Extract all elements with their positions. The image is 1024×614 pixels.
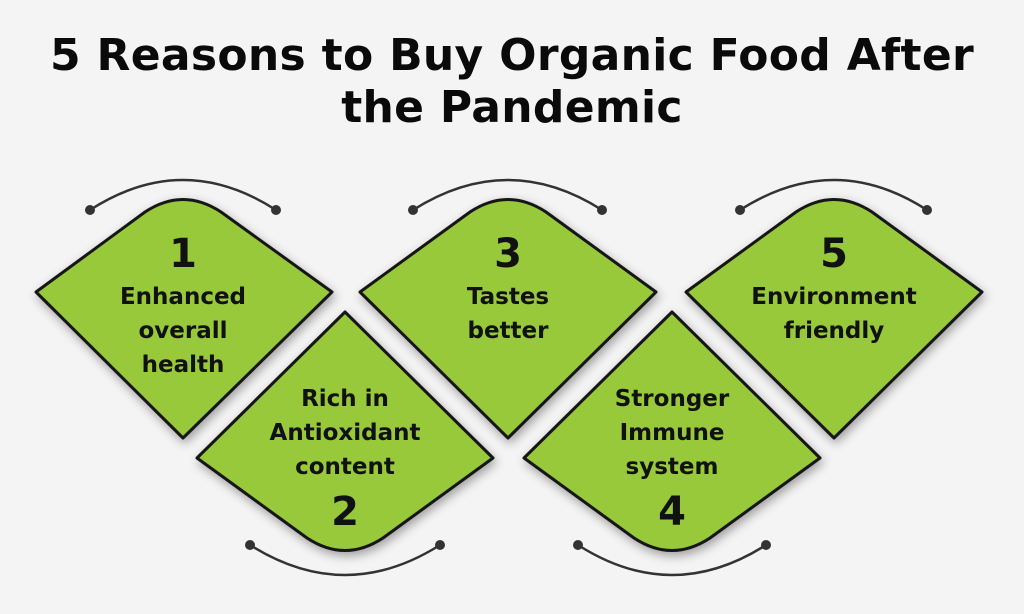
arc-dot: [597, 205, 607, 215]
reason-2-label: Rich in Antioxidant content: [235, 382, 455, 484]
title-line-1: 5 Reasons to Buy Organic Food After: [50, 30, 974, 81]
arc-bottom-4: [577, 543, 767, 577]
reason-3-line-1: Tastes: [466, 284, 550, 310]
reason-2-line-3: content: [295, 454, 395, 480]
arc-dot: [245, 540, 255, 550]
arc-dot: [408, 205, 418, 215]
reason-3-shape: [358, 198, 658, 440]
arc-bottom-2: [249, 543, 441, 577]
reason-1-line-3: health: [141, 352, 225, 378]
reason-4-label: Stronger Immune system: [572, 382, 772, 484]
reason-5-line-1: Environment: [751, 284, 917, 310]
reason-2-number: 2: [331, 489, 359, 535]
arc-dot: [435, 540, 445, 550]
arc-dot: [761, 540, 771, 550]
reason-1-shape: [34, 198, 334, 440]
arc-dot: [573, 540, 583, 550]
reason-3-line-2: better: [467, 318, 549, 344]
reason-1-line-2: overall: [138, 318, 228, 344]
reason-5-shape: [684, 198, 984, 440]
reason-4-shape: [522, 310, 822, 552]
reason-4-line-3: system: [625, 454, 719, 480]
reason-1-line-1: Enhanced: [119, 284, 247, 310]
arc-top-1: [89, 178, 277, 212]
reason-3-number: 3: [494, 231, 522, 277]
reason-5-label: Environment friendly: [719, 280, 949, 348]
reason-1-number: 1: [169, 231, 197, 277]
arc-top-3: [412, 178, 603, 212]
arc-dot: [85, 205, 95, 215]
title-line-2: the Pandemic: [341, 82, 683, 133]
page-title: 5 Reasons to Buy Organic Food After the …: [0, 30, 1024, 134]
reason-2-line-2: Antioxidant: [269, 420, 421, 446]
reason-5-line-2: friendly: [783, 318, 885, 344]
reason-4-number: 4: [658, 489, 686, 535]
reason-4-line-1: Stronger: [614, 386, 730, 412]
arc-dot: [271, 205, 281, 215]
arc-top-5: [739, 178, 928, 212]
reason-4-line-2: Immune: [619, 420, 725, 446]
reason-2-line-1: Rich in: [301, 386, 389, 412]
reason-3-label: Tastes better: [408, 280, 608, 348]
reason-1-label: Enhanced overall health: [83, 280, 283, 382]
reason-2-shape: [195, 310, 495, 552]
arc-dot: [922, 205, 932, 215]
reason-5-number: 5: [820, 231, 848, 277]
arc-dot: [735, 205, 745, 215]
